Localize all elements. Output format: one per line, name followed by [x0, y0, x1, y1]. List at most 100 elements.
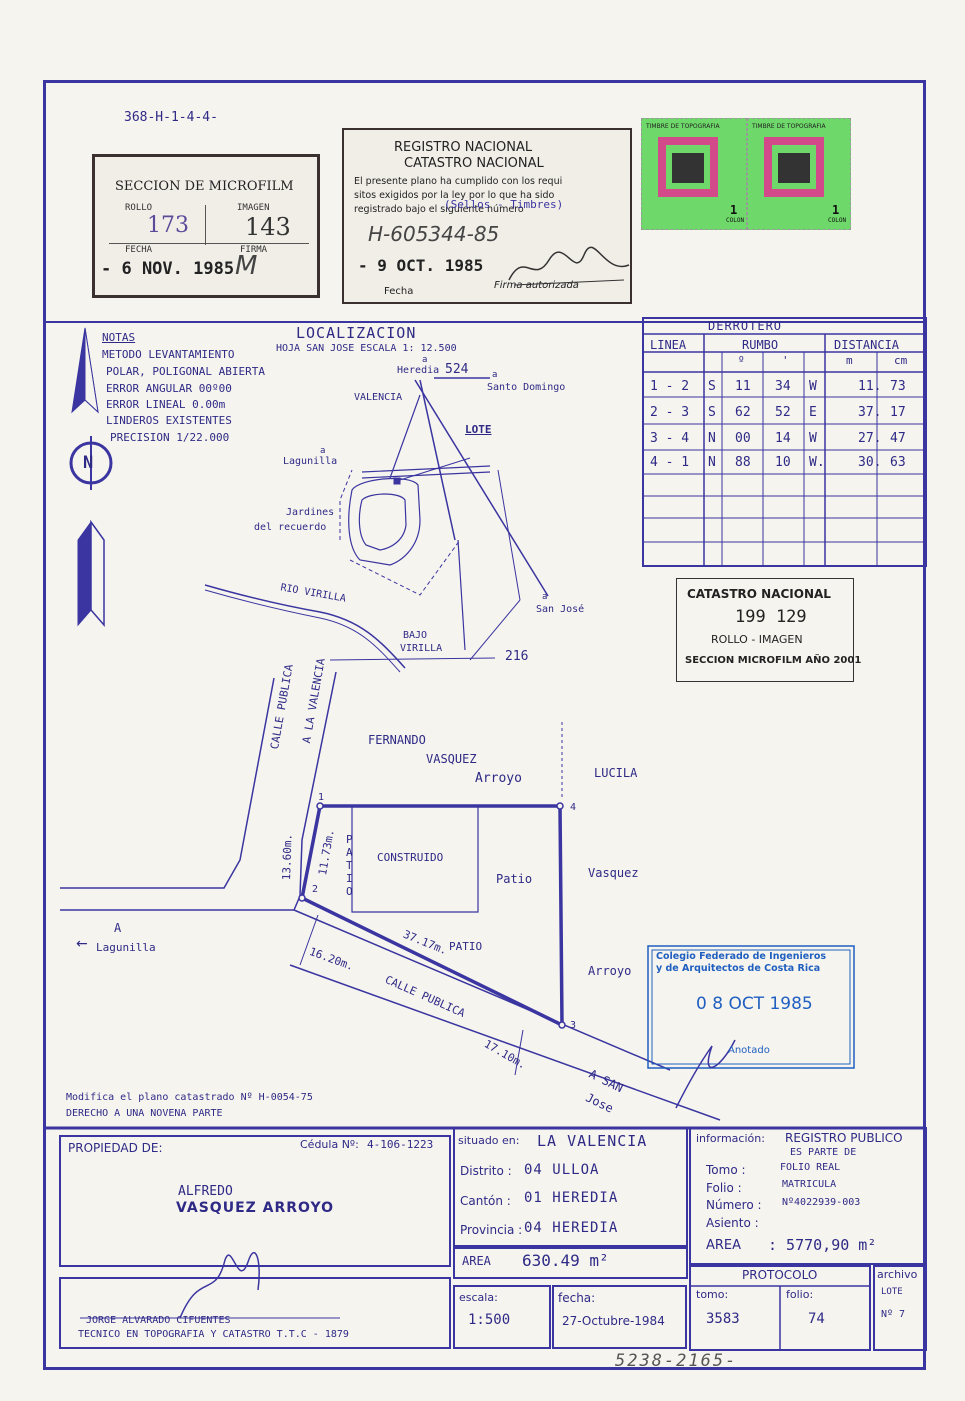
- escala-label: escala:: [459, 1291, 498, 1304]
- tecnico-name: JORGE ALVARADO CIFUENTES: [86, 1315, 231, 1326]
- fiscal-stamp-label: TIMBRE DE TOPOGRAFIA: [646, 123, 720, 130]
- registro-overprint: (Sellos - Timbres): [444, 198, 564, 211]
- notas-line-4: ERROR LINEAL 0.00m: [106, 398, 226, 411]
- registro-title-1: REGISTRO NACIONAL: [394, 140, 533, 155]
- row-ew: E: [809, 405, 817, 420]
- row-linea: 3 - 4: [650, 431, 690, 446]
- row-cm: 17: [890, 405, 906, 420]
- plan-point-1: 1: [318, 792, 325, 803]
- plan-frame: [43, 80, 926, 1370]
- derrotero-h-linea: LINEA: [650, 338, 687, 352]
- numero-label: Número :: [706, 1198, 762, 1212]
- archivo-label: archivo: [877, 1268, 918, 1281]
- arrow-left-icon: ←: [76, 936, 88, 952]
- row-cm: 47: [890, 431, 906, 446]
- plan-construido: CONSTRUIDO: [377, 851, 444, 864]
- row-ns: N: [708, 431, 716, 446]
- row-grados: 00: [735, 431, 751, 446]
- derrotero-h-m: m: [846, 354, 853, 367]
- footer-folio-value: 74: [808, 1311, 825, 1327]
- stamp-emblem-2: [764, 137, 824, 197]
- map-524: 524: [445, 362, 469, 377]
- plan-patio-1: P A T I O: [346, 833, 353, 898]
- microfilm-signature: M: [235, 251, 258, 281]
- owner-first-name: ALFREDO: [178, 1184, 233, 1199]
- catastro-2001-stamp: CATASTRO NACIONAL 199 129 ROLLO - IMAGEN…: [676, 578, 861, 682]
- catastro-numbers: 199 129: [735, 607, 807, 627]
- map-bajo-2: VIRILLA: [400, 643, 443, 654]
- fiscal-stamp-unit: COLON: [726, 217, 745, 224]
- firma-label: FIRMA: [240, 245, 268, 255]
- numero-value: Nº4022939-003: [782, 1197, 861, 1208]
- row-m: 30.: [858, 455, 882, 470]
- notas-line-3: ERROR ANGULAR 00º00: [106, 382, 232, 395]
- stamp-emblem: [658, 137, 718, 197]
- plan-arroyo-top: Arroyo: [475, 771, 522, 786]
- map-heredia-a: a: [422, 355, 428, 365]
- map-bajo-1: BAJO: [403, 630, 428, 641]
- map-lote: LOTE: [465, 423, 492, 436]
- info-area-label: AREA: [706, 1238, 742, 1253]
- fiscal-stamp-unit-2: COLON: [828, 217, 847, 224]
- row-cm: 63: [890, 455, 906, 470]
- microfilm-date: - 6 NOV. 1985: [101, 259, 235, 279]
- fecha-label: fecha:: [558, 1291, 596, 1305]
- imagen-value: 143: [245, 213, 291, 241]
- tomo-label: Tomo :: [706, 1163, 746, 1177]
- map-heredia: Heredia: [397, 365, 440, 376]
- tecnico-title: TECNICO EN TOPOGRAFIA Y CATASTRO T.T.C -…: [78, 1329, 349, 1340]
- row-minutos: 52: [775, 405, 791, 420]
- row-minutos: 14: [775, 431, 791, 446]
- row-ew: W: [809, 379, 817, 394]
- row-linea: 4 - 1: [650, 455, 690, 470]
- plan-patio-2: Patio: [496, 872, 533, 886]
- map-valencia: VALENCIA: [354, 392, 403, 403]
- row-m: 27.: [858, 431, 882, 446]
- registro-title-2: CATASTRO NACIONAL: [404, 156, 544, 171]
- folio-label: Folio :: [706, 1181, 742, 1195]
- canton-label: Cantón :: [460, 1194, 511, 1208]
- owner-last-name: VASQUEZ ARROYO: [176, 1200, 334, 1216]
- row-linea: 2 - 3: [650, 405, 690, 420]
- fecha-value: 27-Octubre-1984: [562, 1314, 665, 1328]
- map-jardines-1: Jardines: [286, 507, 335, 518]
- cedula-label: Cédula Nº:: [300, 1138, 359, 1151]
- map-sj-a: a: [542, 592, 548, 602]
- registro-date: - 9 OCT. 1985: [358, 256, 484, 275]
- north-label: N: [83, 453, 94, 473]
- registro-numero: H-605344-85: [368, 222, 500, 246]
- provincia-value: 04 HEREDIA: [524, 1220, 619, 1236]
- row-grados: 11: [735, 379, 751, 394]
- row-ew: W: [809, 431, 817, 446]
- row-cm: 73: [890, 379, 906, 394]
- notas-title: NOTAS: [102, 331, 136, 344]
- footer-tomo-label: tomo:: [696, 1288, 729, 1301]
- registro-stamp: REGISTRO NACIONAL CATASTRO NACIONAL El p…: [342, 128, 632, 304]
- registro-text-1: El presente plano ha cumplido con los re…: [354, 176, 563, 187]
- colegio-date: 0 8 OCT 1985: [696, 994, 813, 1014]
- colegio-line-1: Colegio Federado de Ingenieros: [656, 951, 827, 962]
- plan-vasquez-right: Vasquez: [588, 866, 639, 880]
- rollo-value: 173: [147, 213, 189, 238]
- registro-text-2: sitos exigidos por la ley por lo que ha …: [354, 190, 555, 201]
- plan-a-lagunilla: Lagunilla: [96, 941, 156, 954]
- catastro-title: CATASTRO NACIONAL: [687, 587, 831, 601]
- plan-point-2: 2: [312, 884, 319, 895]
- fiscal-stamp-value: 1: [730, 203, 738, 217]
- plan-vasquez-top: VASQUEZ: [426, 752, 477, 766]
- map-santo-domingo: Santo Domingo: [487, 382, 566, 393]
- localizacion-title: LOCALIZACION: [296, 324, 417, 342]
- row-ns: N: [708, 455, 716, 470]
- plan-point-4: 4: [570, 802, 577, 813]
- protocolo-label: PROTOCOLO: [742, 1268, 818, 1282]
- notas-line-5: LINDEROS EXISTENTES: [106, 414, 232, 427]
- catastro-seccion: SECCION MICROFILM AÑO 2001: [685, 655, 862, 666]
- asiento-label: Asiento :: [706, 1216, 759, 1230]
- plan-patio-3: PATIO: [449, 940, 483, 953]
- colegio-line-2: y de Arquitectos de Costa Rica: [656, 963, 821, 974]
- map-jardines-2: del recuerdo: [254, 522, 327, 533]
- cedula-value: 4-106-1223: [367, 1138, 434, 1151]
- row-ns: S: [708, 405, 716, 420]
- provincia-label: Provincia :: [460, 1223, 523, 1237]
- row-grados: 88: [735, 455, 751, 470]
